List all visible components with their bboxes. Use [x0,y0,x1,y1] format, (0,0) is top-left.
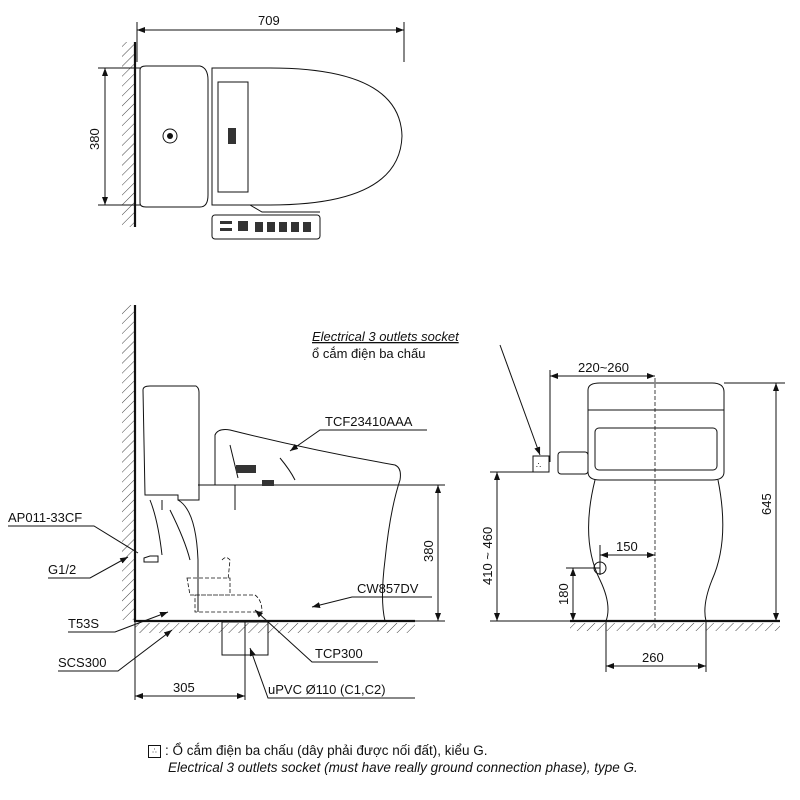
side-view: 380 305 TCF23410AAA CW857DV AP011-33CF G… [8,305,445,700]
svg-text:∴: ∴ [536,461,541,470]
socket-offset-dim-label: 220~260 [578,360,629,375]
socket-callout: Electrical 3 outlets socket ổ cắm điện b… [312,329,541,456]
inlet-offset-dim-label: 150 [616,539,638,554]
bowl-front [588,479,724,622]
seat-height-dim-label: 380 [421,540,436,562]
note-en: Electrical 3 outlets socket (must have r… [168,760,638,775]
total-height-dim-label: 645 [759,493,774,515]
width-dim-label: 709 [258,13,280,28]
front-view: ∴ 220~260 410 ~ 460 645 150 180 260 [480,360,785,672]
seat-top [211,67,403,206]
depth-dim-label: 380 [87,128,102,150]
tank-top [139,65,209,208]
socket-icon [532,455,550,473]
tank-side [142,385,200,501]
t53s-label: T53S [68,616,99,631]
socket-callout-en: Electrical 3 outlets socket [312,329,460,344]
inlet-height-dim-label: 180 [556,583,571,605]
base-width-dim-label: 260 [642,650,664,665]
scs300-label: SCS300 [58,655,106,670]
legend-note: ∴ : Ổ cắm điện ba chấu (dây phải được nối… [148,742,638,776]
wall-hatch [122,42,134,227]
valve-label: AP011-33CF [8,510,82,525]
socket-icon: ∴ [148,744,161,758]
socket-height-dim-label: 410 ~ 460 [480,527,495,585]
seat-front [587,382,725,481]
rough-in-dim-label: 305 [173,680,195,695]
bowl-model-label: CW857DV [357,581,419,596]
bowl-side [198,429,401,622]
seat-model-label: TCF23410AAA [325,414,413,429]
socket-callout-vi: ổ cắm điện ba chấu [312,346,425,361]
pipe-label: uPVC Ø110 (C1,C2) [268,682,386,697]
remote-control [211,214,321,240]
thread-label: G1/2 [48,562,76,577]
tcp300-label: TCP300 [315,646,363,661]
note-vi: : Ổ cắm điện ba chấu (dây phải được nối … [165,743,488,758]
top-view: 709 380 [87,13,405,240]
